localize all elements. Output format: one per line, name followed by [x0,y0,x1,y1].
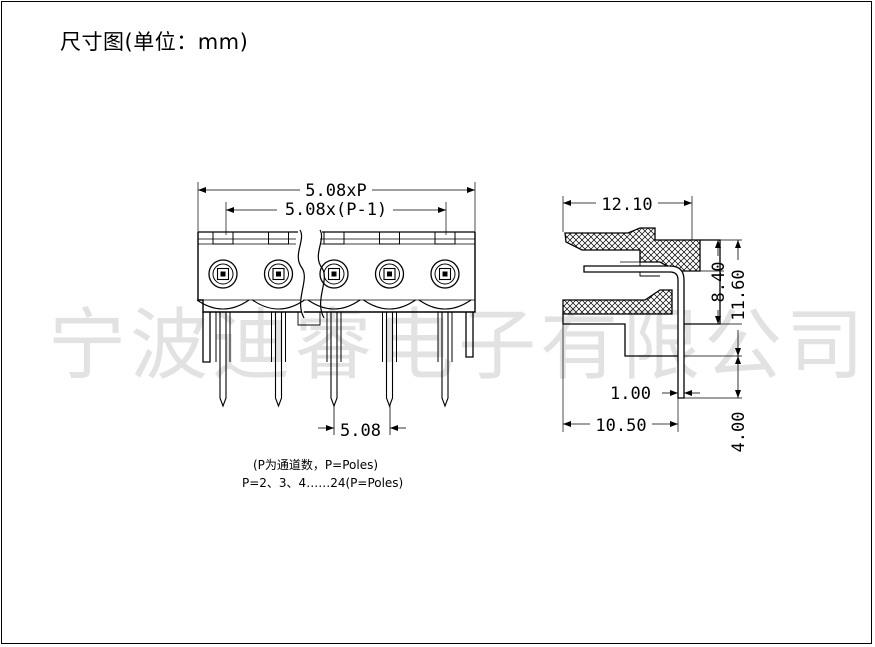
side-view [562,227,742,399]
dim-height-upper-label: 8.40 [709,262,729,303]
pole-4-screw-slot [383,267,396,281]
pole-5-arch [418,299,472,310]
dim-inner-label: 5.08x(P-1) [285,200,387,220]
pole-1-arch [196,299,250,310]
side-ledge-hatch [562,289,673,315]
body-outline [197,232,476,313]
page-title: 尺寸图(单位：mm) [60,30,249,54]
dim-bottom-width-label: 10.50 [595,416,646,436]
pole-5-screw-slot [438,267,452,281]
pole-3-pin [330,312,338,408]
pole-5-screw-center [442,271,448,277]
dim-height-total-label: 11.60 [729,269,749,320]
dim-overall-label: 5.08xP [305,181,366,201]
pole-3-screw-slot [327,267,341,281]
pole-3-screw-outer [319,259,349,289]
pole-4-arch [363,299,416,310]
pole-4-top-tab [379,231,400,245]
pole-2-top-tab [268,231,289,245]
leg-right [465,312,474,358]
dim-pin-width-label: 1.00 [610,384,651,404]
pole-3-arch [307,299,361,310]
pole-5-screw-outer [430,259,460,289]
dim-inner-label-bg [277,200,393,218]
pole-3-top-tab [323,231,345,245]
pole-4-pin [385,312,394,408]
pole-2-screw-slot [272,267,285,281]
pole-5-pin [441,312,449,408]
front-view [197,182,476,363]
pole-3-screw-center [331,271,337,277]
break-lower [297,312,321,326]
pole-1-screw-center [220,271,226,277]
side-cap-hatch [564,227,701,272]
side-bent-pin [583,265,685,399]
leg-left [202,312,211,363]
side-body-lower [562,314,681,357]
note-poles-range: P=2、3、4……24(P=Poles) [242,476,404,490]
dim-pin-length-label: 4.00 [729,412,749,453]
pole-2-arch [252,299,305,310]
pole-2-screw-ring [268,263,289,285]
pole-1-pin [219,312,227,408]
dim-pitch [318,405,406,435]
pole-2-screw-center [276,271,281,277]
dim-pitch-label: 5.08 [340,421,381,441]
pole-1-screw-ring [212,263,234,285]
note-poles-definition: (P为通道数，P=Poles) [253,458,379,472]
pole-2-screw-outer [263,259,294,289]
break-line-left [297,229,305,319]
pole-5-screw-ring [434,263,456,285]
pole-5-top-tab [434,231,456,245]
break-line-right [317,229,325,319]
pole-1-screw-slot [216,267,230,281]
pole-3-screw-ring [323,263,345,285]
pole-1-top-tab [212,231,234,245]
pole-1-screw-outer [208,259,238,289]
side-dimensions [562,196,741,432]
company-watermark: 宁波迪睿电子有限公司 [48,301,869,391]
pole-4-screw-center [387,271,392,277]
pole-4-screw-outer [374,259,405,289]
pole-4-screw-ring [379,263,400,285]
dim-top-width-label: 12.10 [601,195,652,215]
pole-2-pin [274,312,283,408]
pole-group [196,231,472,408]
